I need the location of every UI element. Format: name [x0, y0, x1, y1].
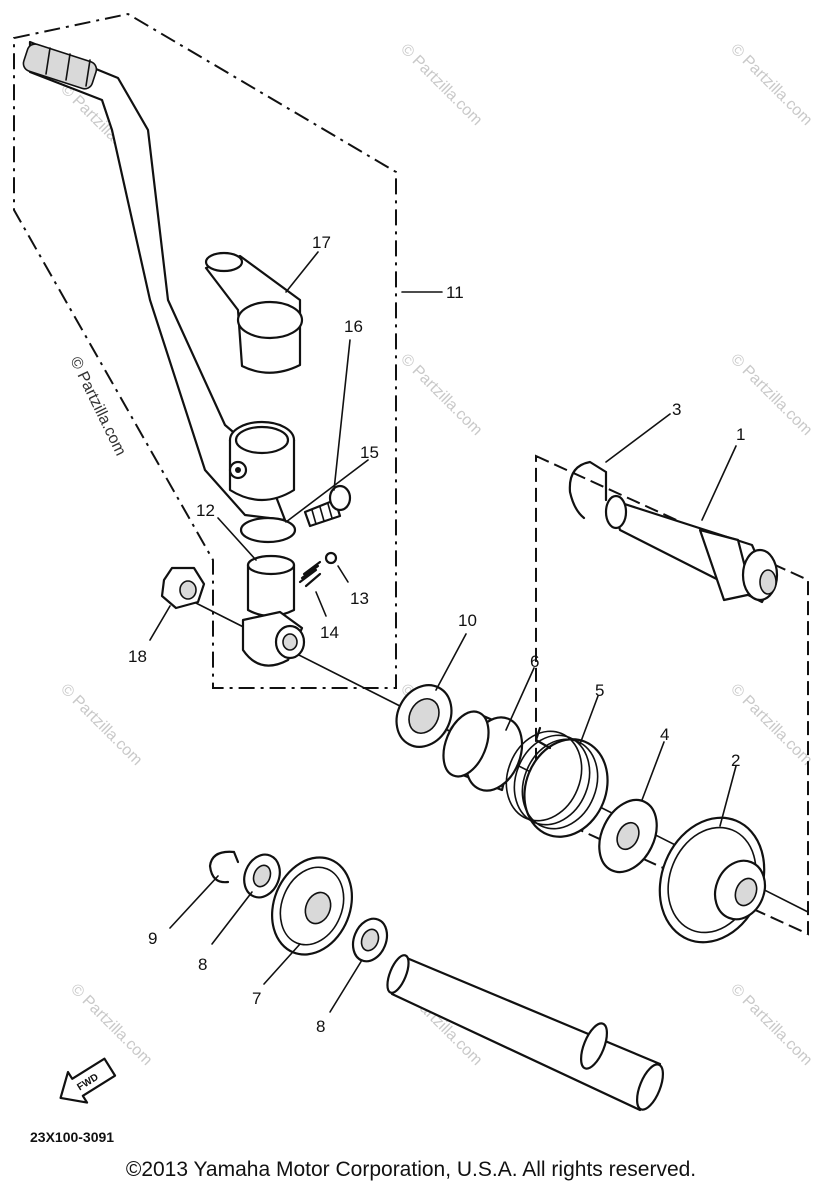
washer — [598, 798, 658, 874]
washer — [243, 853, 281, 899]
watermark: © Partzilla.com — [57, 681, 145, 769]
callout-10: 10 — [458, 611, 477, 630]
copyright-notice: ©2013 Yamaha Motor Corporation, U.S.A. A… — [125, 1158, 697, 1181]
circlip — [208, 850, 240, 884]
callout-16: 16 — [344, 317, 363, 336]
nut — [160, 566, 206, 610]
bolt — [303, 484, 352, 528]
callout-12: 12 — [196, 501, 215, 520]
idle-gear — [270, 856, 354, 956]
callout-9: 9 — [148, 929, 157, 948]
callout-7: 7 — [252, 989, 261, 1008]
kick-boss — [241, 554, 306, 667]
leader-lines — [149, 251, 737, 1013]
watermark: © Partzilla.com — [727, 981, 815, 1069]
callouts: 1 2 3 4 5 6 7 8 8 9 10 11 12 13 14 15 16… — [128, 233, 745, 1036]
callout-5: 5 — [595, 681, 604, 700]
callout-8b: 8 — [316, 1017, 325, 1036]
idle-shaft — [386, 954, 665, 1112]
kick-crank — [22, 40, 296, 522]
washer — [351, 917, 389, 963]
callout-8: 8 — [198, 955, 207, 974]
part-code: 23X100-3091 — [30, 1129, 114, 1145]
o-ring — [239, 516, 297, 544]
kick-gear — [658, 816, 767, 944]
callout-15: 15 — [360, 443, 379, 462]
clip — [568, 460, 608, 520]
kick-crank-assembly-outline — [13, 12, 397, 689]
oil-seal — [395, 684, 453, 748]
callout-3: 3 — [672, 400, 681, 419]
watermark: © Partzilla.com — [66, 354, 129, 458]
callout-6: 6 — [530, 652, 539, 671]
watermark: © Partzilla.com — [67, 981, 155, 1069]
callout-18: 18 — [128, 647, 147, 666]
callout-11: 11 — [446, 283, 464, 302]
parts-diagram: © Partzilla.com © Partzilla.com © Partzi… — [13, 12, 815, 1145]
watermark: © Partzilla.com — [397, 351, 485, 439]
callout-13: 13 — [350, 589, 369, 608]
torsion-spring — [505, 726, 609, 838]
watermark: © Partzilla.com — [727, 41, 815, 129]
callout-1: 1 — [736, 425, 745, 444]
fwd-arrow-icon: FWD — [59, 1057, 117, 1104]
watermark: © Partzilla.com — [397, 41, 485, 129]
kick-pedal — [204, 251, 304, 374]
callout-2: 2 — [731, 751, 740, 770]
callout-4: 4 — [660, 725, 669, 744]
kick-axle-assembly-outline — [535, 454, 809, 936]
ball — [324, 551, 338, 565]
callout-17: 17 — [312, 233, 331, 252]
spring-pin — [298, 560, 322, 588]
callout-14: 14 — [320, 623, 339, 642]
kick-axle — [604, 494, 779, 604]
